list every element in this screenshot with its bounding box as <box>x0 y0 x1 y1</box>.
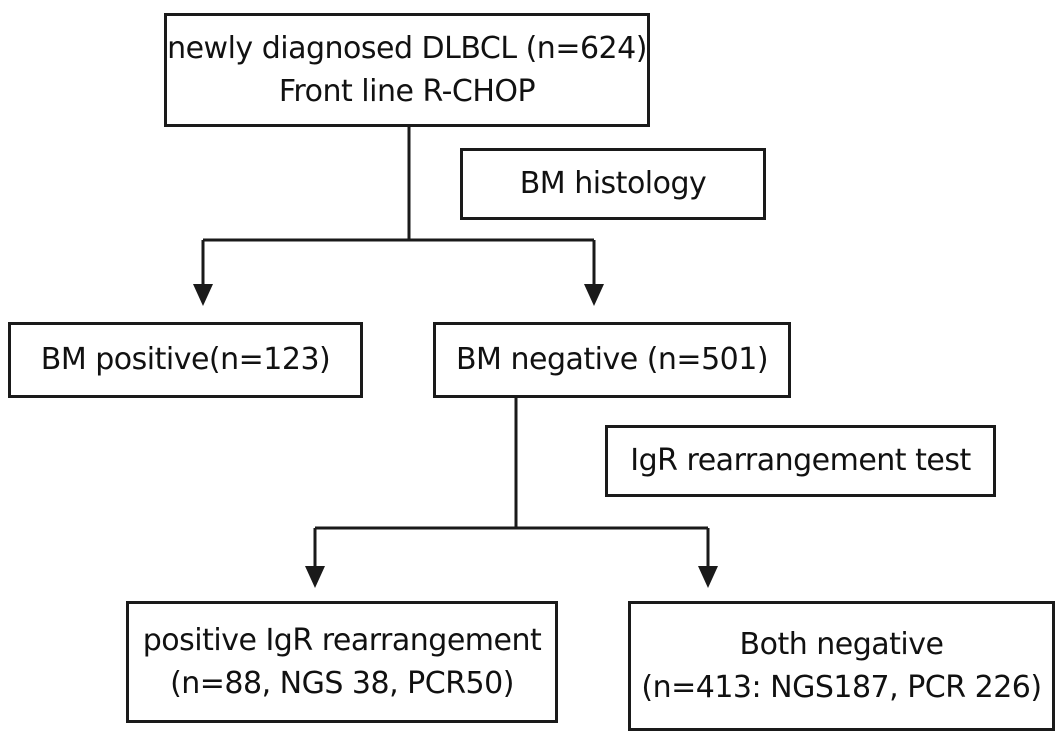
node-root-line2: Front line R-CHOP <box>278 74 536 109</box>
node-positive-igr-line2: (n=88, NGS 38, PCR50) <box>170 666 514 701</box>
node-bm-histology: BM histology <box>460 148 766 220</box>
node-positive-igr-line1: positive IgR rearrangement <box>142 622 542 658</box>
arrowhead-bm-negative <box>584 284 604 306</box>
arrowhead-positive-igr <box>305 566 325 588</box>
node-both-negative: Both negative (n=413: NGS187, PCR 226) <box>628 601 1055 731</box>
node-bm-histology-label: BM histology <box>519 166 707 202</box>
node-root: newly diagnosed DLBCL (n=624) Front line… <box>164 13 650 127</box>
node-igr-test-label: IgR rearrangement test <box>630 443 971 479</box>
node-root-line1: newly diagnosed DLBCL (n=624) <box>167 30 647 66</box>
node-both-negative-line2: (n=413: NGS187, PCR 226) <box>641 670 1042 705</box>
node-bm-positive-label: BM positive(n=123) <box>40 342 331 378</box>
node-bm-negative: BM negative (n=501) <box>433 322 791 398</box>
node-both-negative-line1: Both negative <box>739 626 944 662</box>
arrowhead-bm-positive <box>193 284 213 306</box>
node-bm-negative-label: BM negative (n=501) <box>455 342 769 378</box>
node-igr-test: IgR rearrangement test <box>605 425 996 497</box>
arrowhead-both-negative <box>698 566 718 588</box>
node-bm-positive: BM positive(n=123) <box>8 322 363 398</box>
node-positive-igr: positive IgR rearrangement (n=88, NGS 38… <box>126 601 558 723</box>
